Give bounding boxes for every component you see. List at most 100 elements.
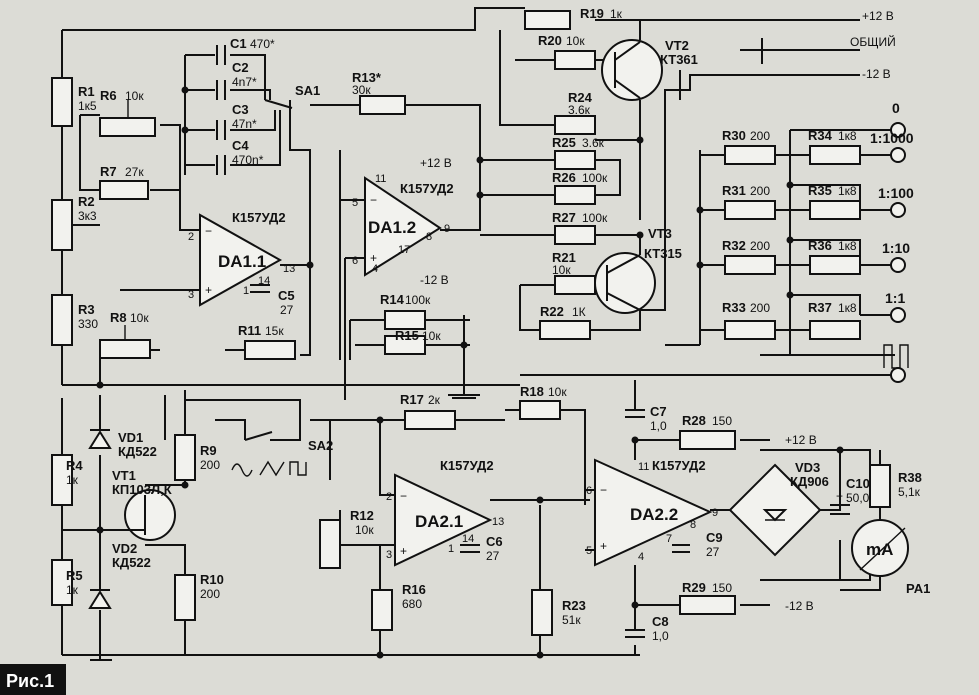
c6-ref: C6: [486, 534, 503, 549]
r30-value: 200: [750, 129, 770, 143]
da21-type: К157УД2: [440, 458, 494, 473]
resistor-r7: [99, 180, 149, 200]
resistor-r37: [809, 320, 861, 340]
r3-value: 330: [78, 317, 98, 331]
svg-text:+12 В: +12 В: [420, 156, 452, 170]
c9-value: 27: [706, 545, 720, 559]
resistor-r26: [554, 185, 596, 205]
c2-ref: C2: [232, 60, 249, 75]
r6-ref: R6: [100, 88, 117, 103]
r21-ref: R21: [552, 250, 576, 265]
r29-ref: R29: [682, 580, 706, 595]
resistor-r29: [679, 595, 736, 615]
r19-ref: R19: [580, 6, 604, 21]
r15-value: 10к: [422, 329, 441, 343]
vd2-type: КД522: [112, 555, 151, 570]
terminal-1-100[interactable]: [890, 202, 906, 218]
r24-value: 3.6к: [568, 103, 591, 117]
da12-type: К157УД2: [400, 181, 454, 196]
resistor-r3: [51, 294, 73, 346]
terminal-1-10[interactable]: [890, 257, 906, 273]
r34-value: 1к8: [838, 129, 857, 143]
r21-value: 10к: [552, 263, 571, 277]
terminal-1-1[interactable]: [890, 307, 906, 323]
op-amp-da1-1: − + DA1.1 К157УД2 2 3 1 14 13: [188, 210, 295, 307]
vt1-ref: VT1: [112, 468, 136, 483]
r13-value: 30к: [352, 83, 371, 97]
capacitor-c9: C9 27: [672, 530, 723, 559]
resistor-r28: [679, 430, 736, 450]
terminal-1-1000[interactable]: [890, 147, 906, 163]
svg-text:8: 8: [426, 231, 432, 243]
r2-value: 3к3: [78, 209, 97, 223]
resistor-r16: [371, 589, 393, 631]
resistor-r9: [174, 434, 196, 481]
resistor-r35: [809, 200, 861, 220]
svg-text:+: +: [370, 251, 377, 265]
square-wave-icon: [289, 461, 307, 476]
vt3-ref: VT3: [648, 226, 672, 241]
resistor-r1: [51, 77, 73, 127]
r31-value: 200: [750, 184, 770, 198]
c10-value: 50,0: [846, 491, 870, 505]
resistor-r8: [99, 339, 151, 359]
resistor-r34: [809, 145, 861, 165]
meter-ref: PA1: [906, 581, 930, 596]
svg-text:9: 9: [712, 507, 718, 519]
c8-value: 1,0: [652, 629, 669, 643]
op-amp-icon: [364, 176, 442, 277]
resistor-r33: [724, 320, 776, 340]
terminal-0[interactable]: [890, 122, 906, 138]
c1-ref: C1: [230, 36, 247, 51]
r37-value: 1к8: [838, 301, 857, 315]
r30-ref: R30: [722, 128, 746, 143]
r4-value: 1к: [66, 473, 79, 487]
r10-value: 200: [200, 587, 220, 601]
da12-ref: DA1.2: [368, 218, 416, 237]
capacitor-c10: + C10 50,0: [830, 476, 870, 515]
switch-icon: [264, 99, 293, 109]
r32-ref: R32: [722, 238, 746, 253]
r37-ref: R37: [808, 300, 832, 315]
svg-text:13: 13: [492, 516, 504, 528]
resistor-r13: [359, 95, 406, 115]
svg-text:2: 2: [188, 231, 194, 243]
r22-value: 1К: [572, 305, 586, 319]
capacitor-c8: C8 1,0: [625, 614, 669, 643]
r14-value: 100к: [405, 293, 431, 307]
r9-ref: R9: [200, 443, 217, 458]
terminal-square-out[interactable]: [890, 367, 906, 383]
r35-value: 1к8: [838, 184, 857, 198]
transistor-vt3: VT3 КТ315: [594, 226, 682, 314]
output-label-1-1: 1:1: [885, 290, 905, 306]
r11-value: 15к: [265, 324, 284, 338]
supply-minus: -12 В: [862, 67, 891, 81]
resistor-r15: [384, 335, 426, 355]
r28-value: 150: [712, 414, 732, 428]
r38-ref: R38: [898, 470, 922, 485]
output-label-1-10: 1:10: [882, 240, 910, 256]
svg-text:-12 В: -12 В: [420, 273, 449, 287]
r27-ref: R27: [552, 210, 576, 225]
r25-value: 3.6к: [582, 136, 605, 150]
svg-text:−: −: [600, 483, 607, 497]
r2-ref: R2: [78, 194, 95, 209]
r18-value: 10к: [548, 385, 567, 399]
svg-text:3: 3: [386, 549, 392, 561]
da21-ref: DA2.1: [415, 512, 463, 531]
c2-value: 4n7*: [232, 75, 257, 89]
resistor-r30: [724, 145, 776, 165]
r28-ref: R28: [682, 413, 706, 428]
c10-ref: C10: [846, 476, 870, 491]
svg-text:11: 11: [375, 173, 386, 185]
resistor-r25: [554, 150, 596, 170]
r34-ref: R34: [808, 128, 833, 143]
svg-text:3: 3: [188, 289, 194, 301]
c3-value: 47n*: [232, 117, 257, 131]
svg-text:14: 14: [462, 533, 474, 545]
vd3-ref: VD3: [795, 460, 820, 475]
r1-value: 1к5: [78, 99, 97, 113]
c7-value: 1,0: [650, 419, 667, 433]
svg-text:2: 2: [386, 491, 392, 503]
resistor-r36: [809, 255, 861, 275]
